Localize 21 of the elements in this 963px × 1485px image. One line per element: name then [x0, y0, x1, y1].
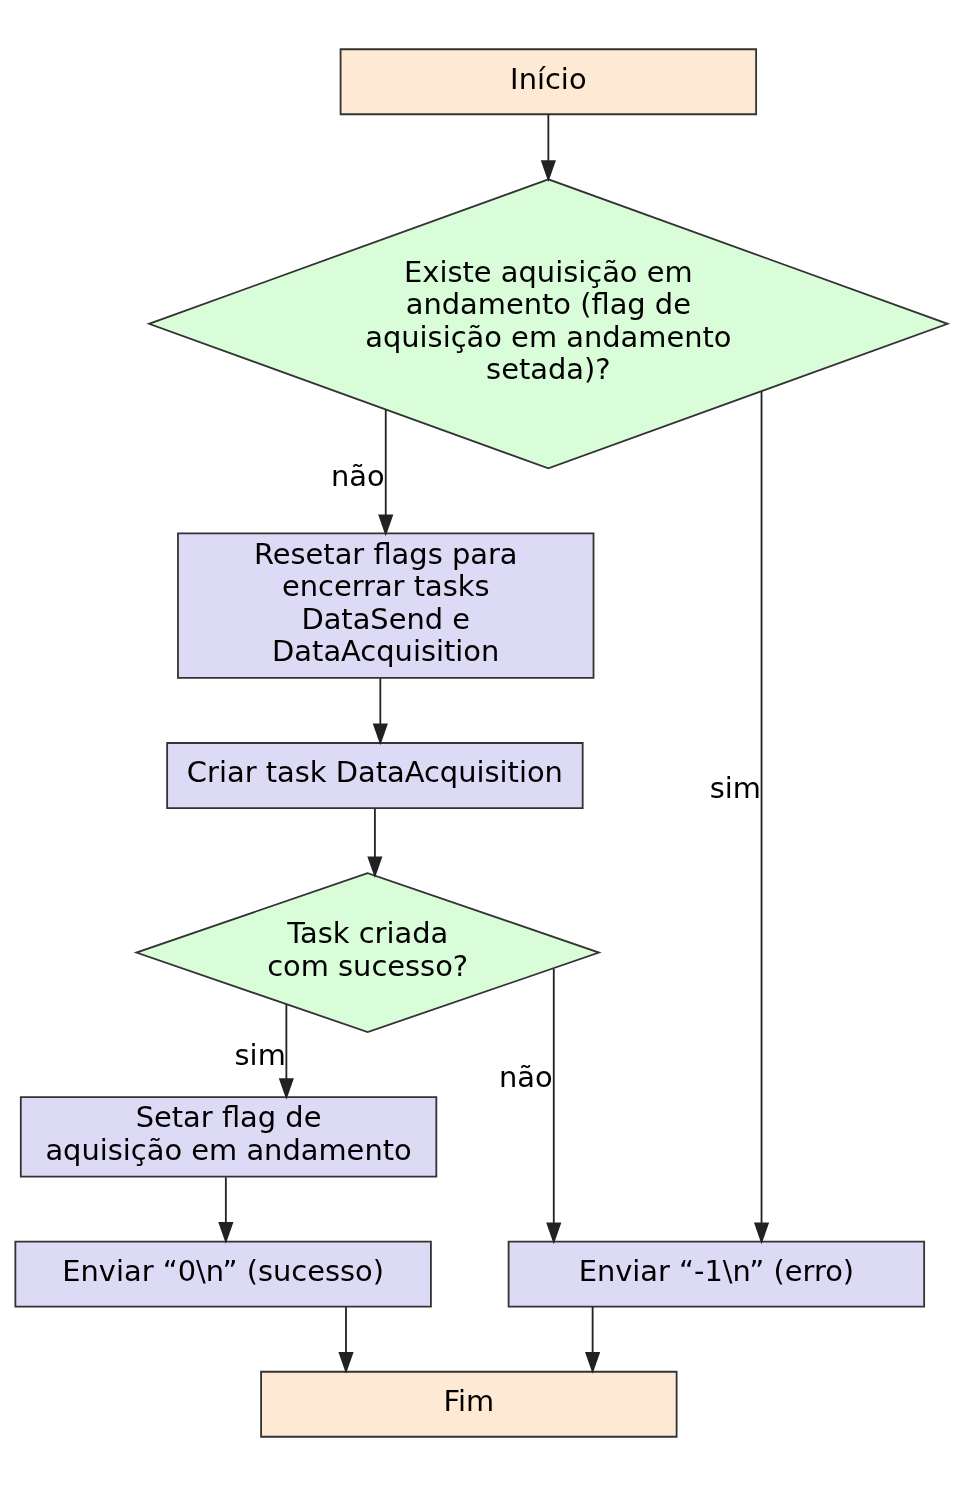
node-box: Enviar “0\n” (sucesso) — [14, 1240, 432, 1308]
node-box: Resetar flags para encerrar tasks DataSend e DataAcquisition — [177, 532, 595, 679]
edge-label: sim — [234, 1037, 286, 1072]
arrow — [546, 967, 562, 1244]
edge-label: sim — [709, 770, 761, 805]
arrow — [753, 390, 770, 1244]
arrow — [540, 113, 556, 182]
arrow — [372, 676, 388, 745]
node-box: Setar flag de aquisição em andamento — [19, 1095, 438, 1177]
arrow — [218, 1175, 234, 1244]
arrow — [278, 1003, 294, 1100]
node-box: Enviar “-1\n” (erro) — [507, 1240, 926, 1308]
node-diamond: Task criada com sucesso? — [133, 871, 602, 1033]
arrow — [338, 1305, 354, 1374]
edge-label: não — [498, 1059, 553, 1094]
arrow — [378, 408, 394, 536]
node-box: Início — [339, 47, 758, 115]
node-box: Criar task DataAcquisition — [166, 741, 584, 809]
node-box: Fim — [260, 1370, 678, 1438]
arrow — [367, 807, 383, 878]
arrow — [585, 1305, 601, 1374]
